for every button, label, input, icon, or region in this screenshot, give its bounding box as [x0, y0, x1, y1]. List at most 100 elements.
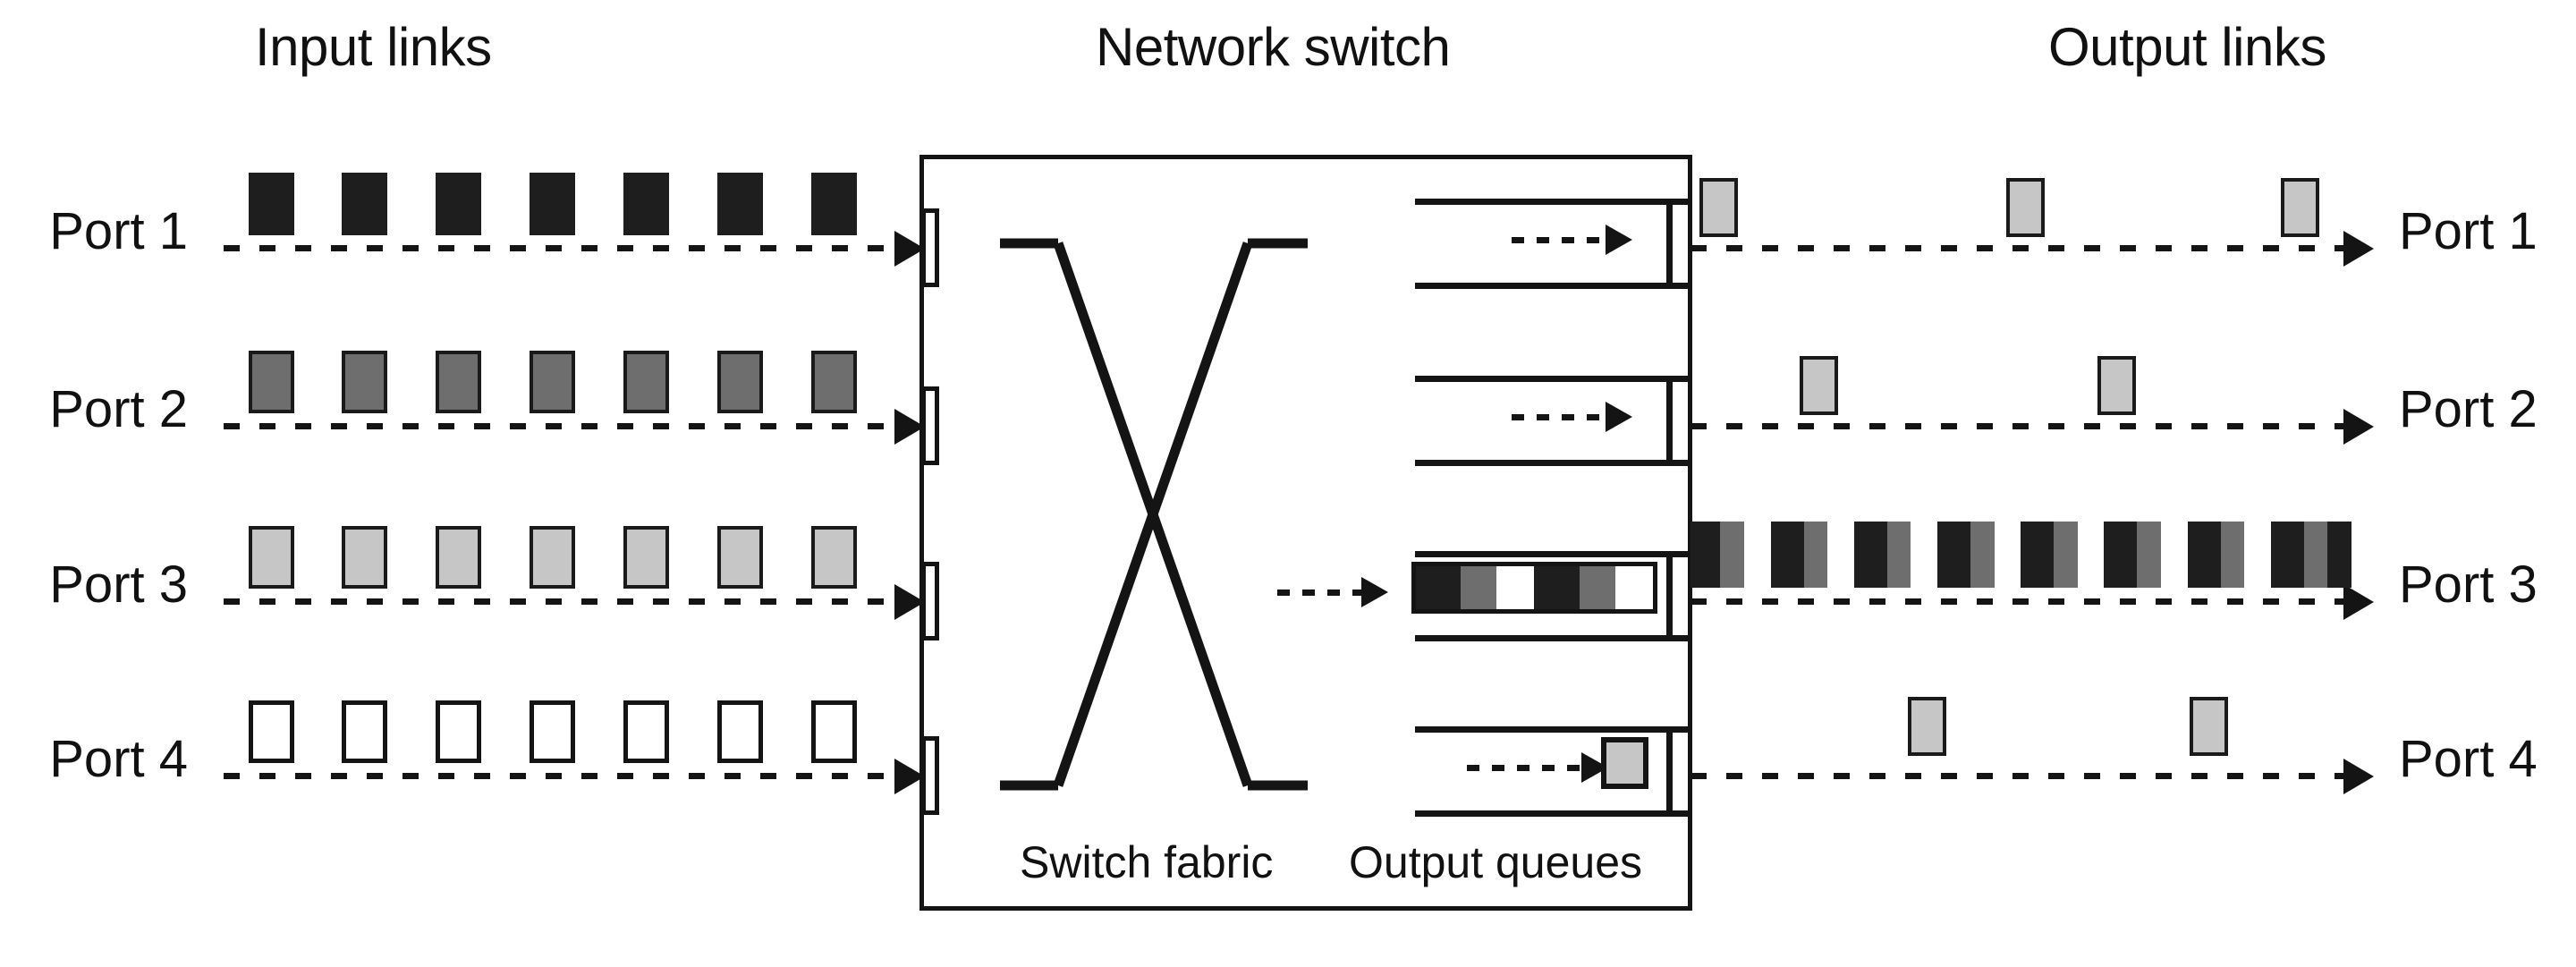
output-queue-rail-bottom-3: [1415, 635, 1690, 641]
output-queue-flow-line-4: [1467, 765, 1588, 771]
input-packet: [530, 351, 575, 413]
input-packet: [717, 700, 763, 763]
input-packet: [717, 526, 763, 589]
input-packet: [623, 700, 669, 763]
input-link-line-4: [224, 773, 903, 779]
output-queue-flow-arrow-2: [1606, 402, 1632, 432]
output-packet: [2190, 697, 2228, 756]
train-packet: [1770, 522, 1804, 588]
switch-input-port-connector-3: [921, 562, 939, 640]
switch-input-port-connector-4: [921, 736, 939, 815]
train-packet: [1803, 522, 1828, 588]
output-link-line-4: [1690, 773, 2352, 779]
input-packet: [436, 173, 481, 235]
output-link-arrow-2: [2343, 409, 2374, 445]
switch-fabric-label: Switch fabric: [1020, 837, 1274, 887]
input-port-label-1: Port 1: [49, 202, 188, 260]
input-packet: [436, 526, 481, 589]
output-link-line-2: [1690, 423, 2352, 429]
output-queue-flow-line-2: [1512, 414, 1610, 420]
input-link-line-2: [224, 423, 903, 429]
output-queue-rail-bottom-2: [1415, 460, 1690, 466]
input-packet: [342, 526, 387, 589]
output-port-label-1: Port 1: [2399, 202, 2538, 260]
output-queue-flow-line-1: [1512, 237, 1610, 243]
output-packet: [1908, 697, 1946, 756]
output-queue-endwall-3: [1666, 551, 1673, 641]
output-queue-flow-arrow-3: [1361, 577, 1388, 607]
input-packet: [249, 351, 294, 413]
train-packet: [2054, 522, 2078, 588]
output-queue-rail-top-4: [1415, 726, 1690, 733]
output-queue-contents-4: [1601, 737, 1648, 789]
output-queue-rail-top-1: [1415, 199, 1690, 205]
input-packet: [811, 526, 857, 589]
train-packet: [2187, 522, 2221, 588]
output-queue-endwall-2: [1666, 376, 1673, 466]
train-packet: [1853, 522, 1887, 588]
train-packet: [1720, 522, 1744, 588]
output-packet: [1699, 178, 1738, 237]
output-port-label-4: Port 4: [2399, 730, 2538, 788]
queue-cell: [1614, 566, 1653, 609]
input-packet: [530, 700, 575, 763]
output-link-arrow-1: [2343, 231, 2374, 267]
train-packet: [2220, 522, 2245, 588]
output-queue-rail-top-3: [1415, 551, 1690, 557]
input-port-label-3: Port 3: [49, 556, 188, 614]
output-queues-label: Output queues: [1349, 837, 1643, 887]
input-packet: [342, 173, 387, 235]
switch-input-port-connector-2: [921, 386, 939, 465]
input-packet: [623, 173, 669, 235]
output-queue-contents-3: [1411, 562, 1657, 614]
input-packet: [717, 351, 763, 413]
input-port-label-4: Port 4: [49, 730, 188, 788]
output-queue-flow-arrow-1: [1606, 225, 1632, 255]
fabric-diagonal-b: [1053, 242, 1253, 787]
input-packet: [623, 526, 669, 589]
section-title-network-switch: Network switch: [1096, 17, 1451, 77]
train-packet: [2270, 522, 2304, 588]
input-packet: [811, 351, 857, 413]
output-packet-train-3: [1690, 522, 2352, 588]
train-packet: [2161, 522, 2188, 588]
input-packet: [530, 173, 575, 235]
output-queue-rail-top-2: [1415, 376, 1690, 382]
train-packet: [2303, 522, 2328, 588]
input-packet: [436, 700, 481, 763]
output-queue-endwall-4: [1666, 726, 1673, 817]
train-packet: [1690, 522, 1721, 588]
train-packet: [1743, 522, 1771, 588]
section-title-output-links: Output links: [2048, 17, 2326, 77]
output-packet: [1800, 356, 1838, 415]
output-queue-rail-bottom-4: [1415, 810, 1690, 817]
output-port-label-3: Port 3: [2399, 556, 2538, 614]
output-queue-flow-line-3: [1277, 590, 1367, 596]
train-packet: [2327, 522, 2352, 588]
input-packet: [342, 351, 387, 413]
output-queue-rail-bottom-1: [1415, 283, 1690, 289]
output-packet: [2281, 178, 2319, 237]
input-packet: [436, 351, 481, 413]
queue-cell: [1416, 566, 1462, 609]
train-packet: [1994, 522, 2021, 588]
input-packet: [811, 173, 857, 235]
section-title-input-links: Input links: [255, 17, 492, 77]
output-link-line-3: [1690, 598, 2352, 605]
input-packet: [249, 173, 294, 235]
input-link-line-1: [224, 245, 903, 251]
output-link-line-1: [1690, 245, 2352, 251]
input-packet: [342, 700, 387, 763]
input-link-line-3: [224, 598, 903, 605]
queue-cell: [1496, 566, 1535, 609]
train-packet: [1827, 522, 1854, 588]
train-packet: [1936, 522, 1970, 588]
input-port-label-2: Port 2: [49, 380, 188, 438]
input-packet: [717, 173, 763, 235]
queue-cell: [1461, 566, 1497, 609]
train-packet: [2077, 522, 2105, 588]
input-packet: [249, 526, 294, 589]
train-packet: [2244, 522, 2271, 588]
input-packet: [530, 526, 575, 589]
